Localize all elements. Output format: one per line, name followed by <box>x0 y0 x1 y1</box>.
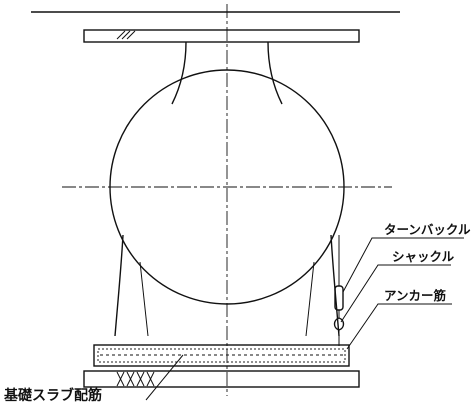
support-legs <box>114 234 340 337</box>
leader-lines <box>145 237 464 401</box>
label-anchor-rebar: アンカー筋 <box>384 288 447 303</box>
label-foundation-slab-rebar: 基礎スラブ配筋 <box>4 387 102 404</box>
label-shackle: シャックル <box>392 249 455 264</box>
tank-neck <box>171 41 283 105</box>
hatch-marks <box>116 371 155 387</box>
anchor-assembly <box>333 235 345 346</box>
foundation-slab <box>83 344 360 388</box>
top-plate <box>31 11 400 43</box>
label-turnbuckle: ターンバックル <box>384 222 471 237</box>
center-lines <box>62 4 392 396</box>
